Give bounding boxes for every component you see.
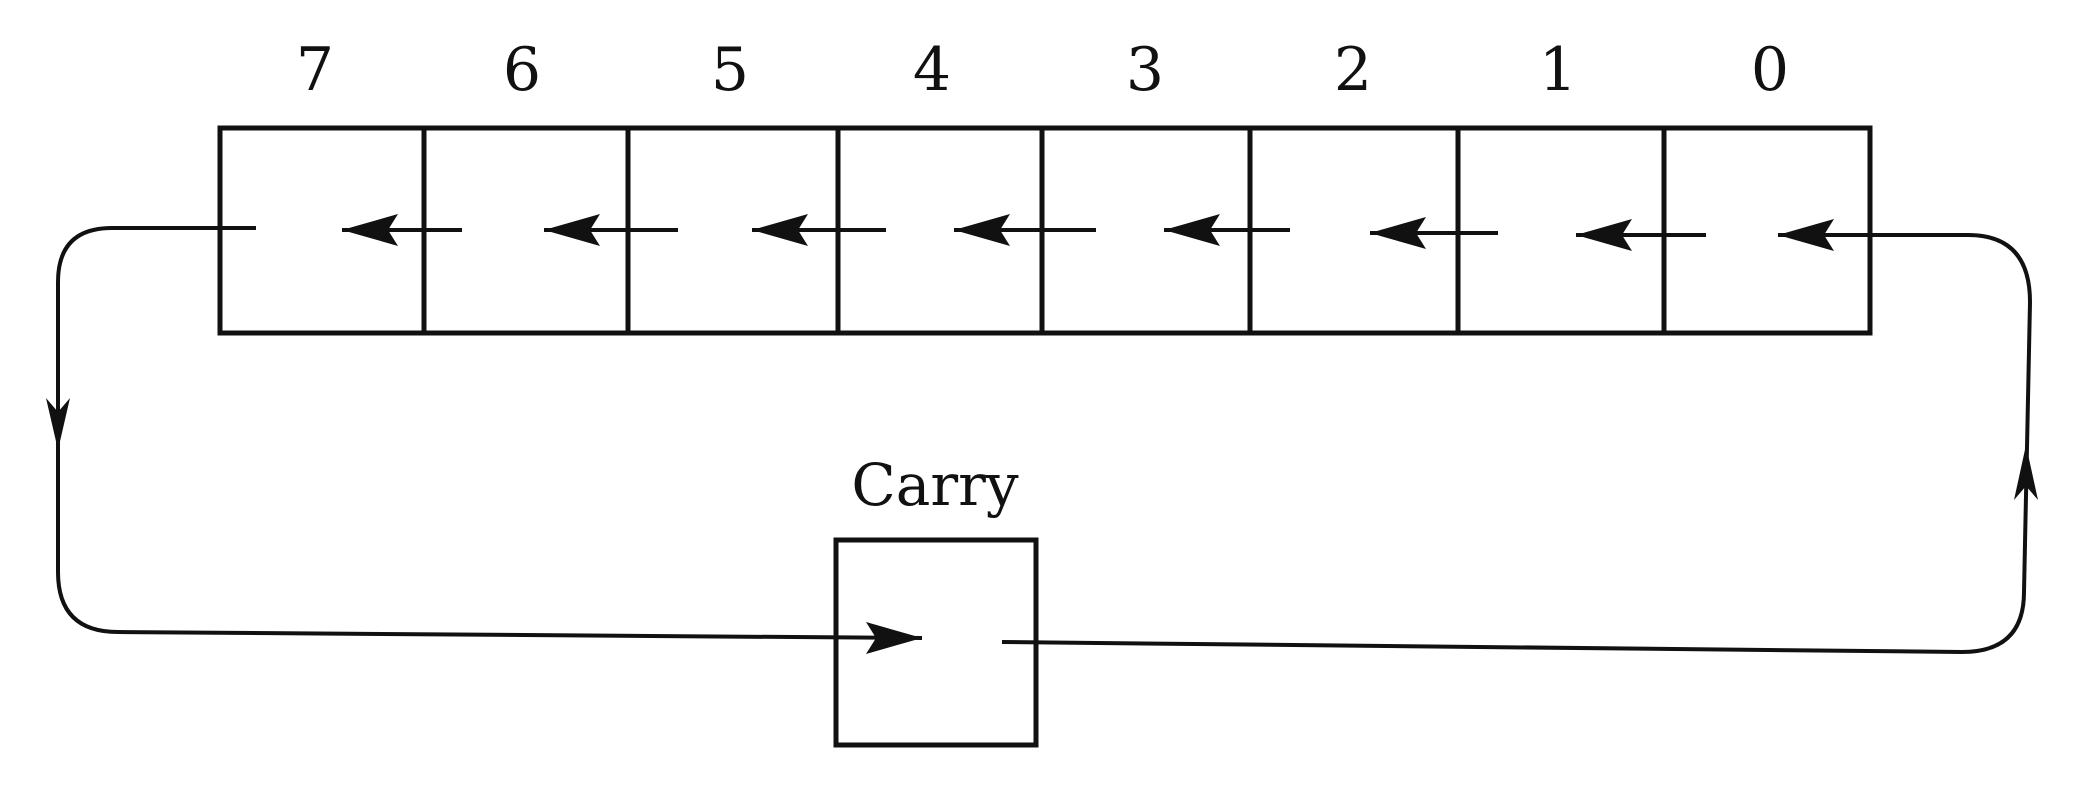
- bit-label-7: 7: [296, 35, 334, 105]
- shift-arrows: [342, 214, 1706, 251]
- left-arrow-icon: [954, 214, 1010, 246]
- bit-labels: 7 6 5 4 3 2 1 0: [296, 35, 1789, 105]
- down-arrow-icon: [46, 398, 70, 450]
- bit-label-6: 6: [503, 35, 541, 105]
- bit-label-5: 5: [711, 35, 749, 105]
- bit-label-4: 4: [913, 35, 951, 105]
- right-arrow-icon: [866, 622, 922, 654]
- bit-label-1: 1: [1539, 35, 1577, 105]
- left-arrow-icon: [1370, 217, 1426, 249]
- register-outline: [217, 125, 1873, 336]
- carry-flag: Carry: [833, 451, 1039, 748]
- left-arrow-icon: [752, 214, 808, 246]
- carry-label: Carry: [851, 451, 1018, 519]
- left-arrow-icon: [342, 214, 398, 246]
- left-arrow-icon: [1778, 219, 1834, 251]
- bit-label-0: 0: [1751, 35, 1789, 105]
- carry-to-bit0-path: [1001, 219, 2038, 655]
- up-arrow-icon: [2014, 445, 2038, 500]
- bit7-to-carry-line: [56, 226, 923, 640]
- bit7-to-carry-path: [46, 226, 923, 654]
- carry-to-bit0-line: [1001, 233, 2033, 655]
- left-arrow-icon: [544, 214, 600, 246]
- bit-label-2: 2: [1334, 35, 1372, 105]
- register-cells: [217, 125, 1873, 336]
- left-arrow-icon: [1576, 219, 1632, 251]
- left-arrow-icon: [1164, 214, 1220, 246]
- bit-label-3: 3: [1126, 35, 1164, 105]
